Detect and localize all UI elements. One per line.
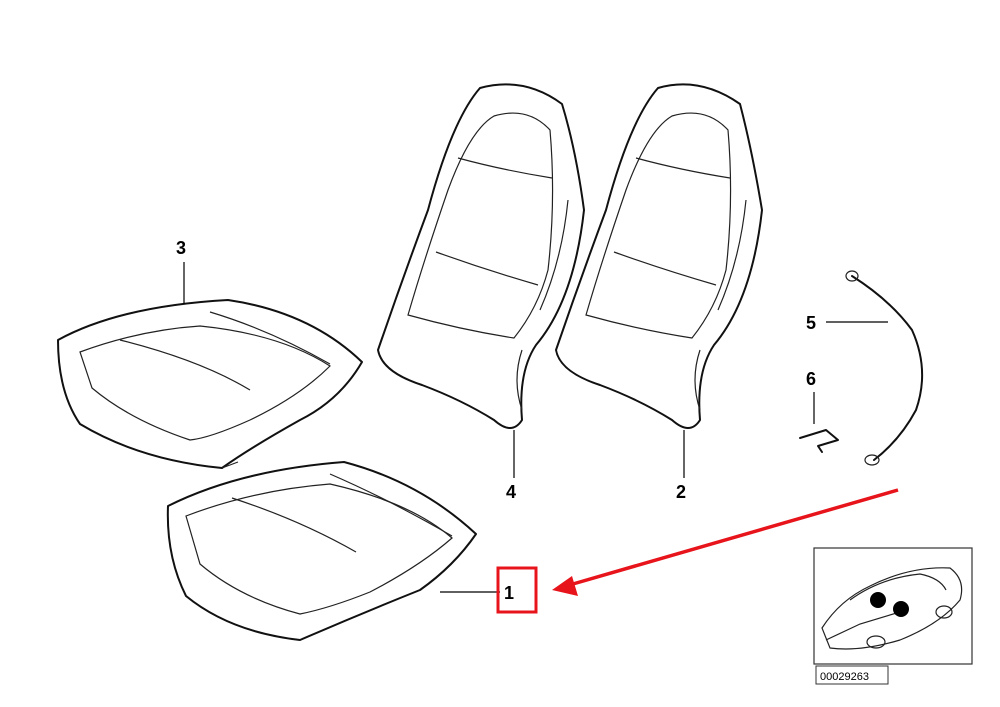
part-4-backrest-left	[377, 83, 585, 429]
seat-location-marker-left	[870, 592, 886, 608]
arrowhead-icon	[552, 576, 578, 596]
part-5-cable	[845, 270, 924, 466]
callout-3: 3	[176, 238, 186, 258]
callout-5: 5	[806, 313, 816, 333]
inset-car-locator	[813, 547, 973, 665]
callout-1: 1	[504, 583, 514, 603]
highlight-box	[496, 566, 538, 614]
reference-label-box	[815, 665, 889, 685]
seat-location-marker-right	[893, 601, 909, 617]
highlight-arrow-line	[565, 488, 899, 588]
part-6-clip	[799, 429, 839, 453]
reference-number: 00029263	[820, 671, 869, 683]
part-2-backrest-right	[555, 83, 763, 429]
callout-6: 6	[806, 369, 816, 389]
callout-2: 2	[676, 482, 686, 502]
callout-4: 4	[506, 482, 516, 502]
part-3-seat-cushion-upper	[57, 299, 363, 469]
part-1-seat-cushion-lower	[166, 461, 477, 641]
